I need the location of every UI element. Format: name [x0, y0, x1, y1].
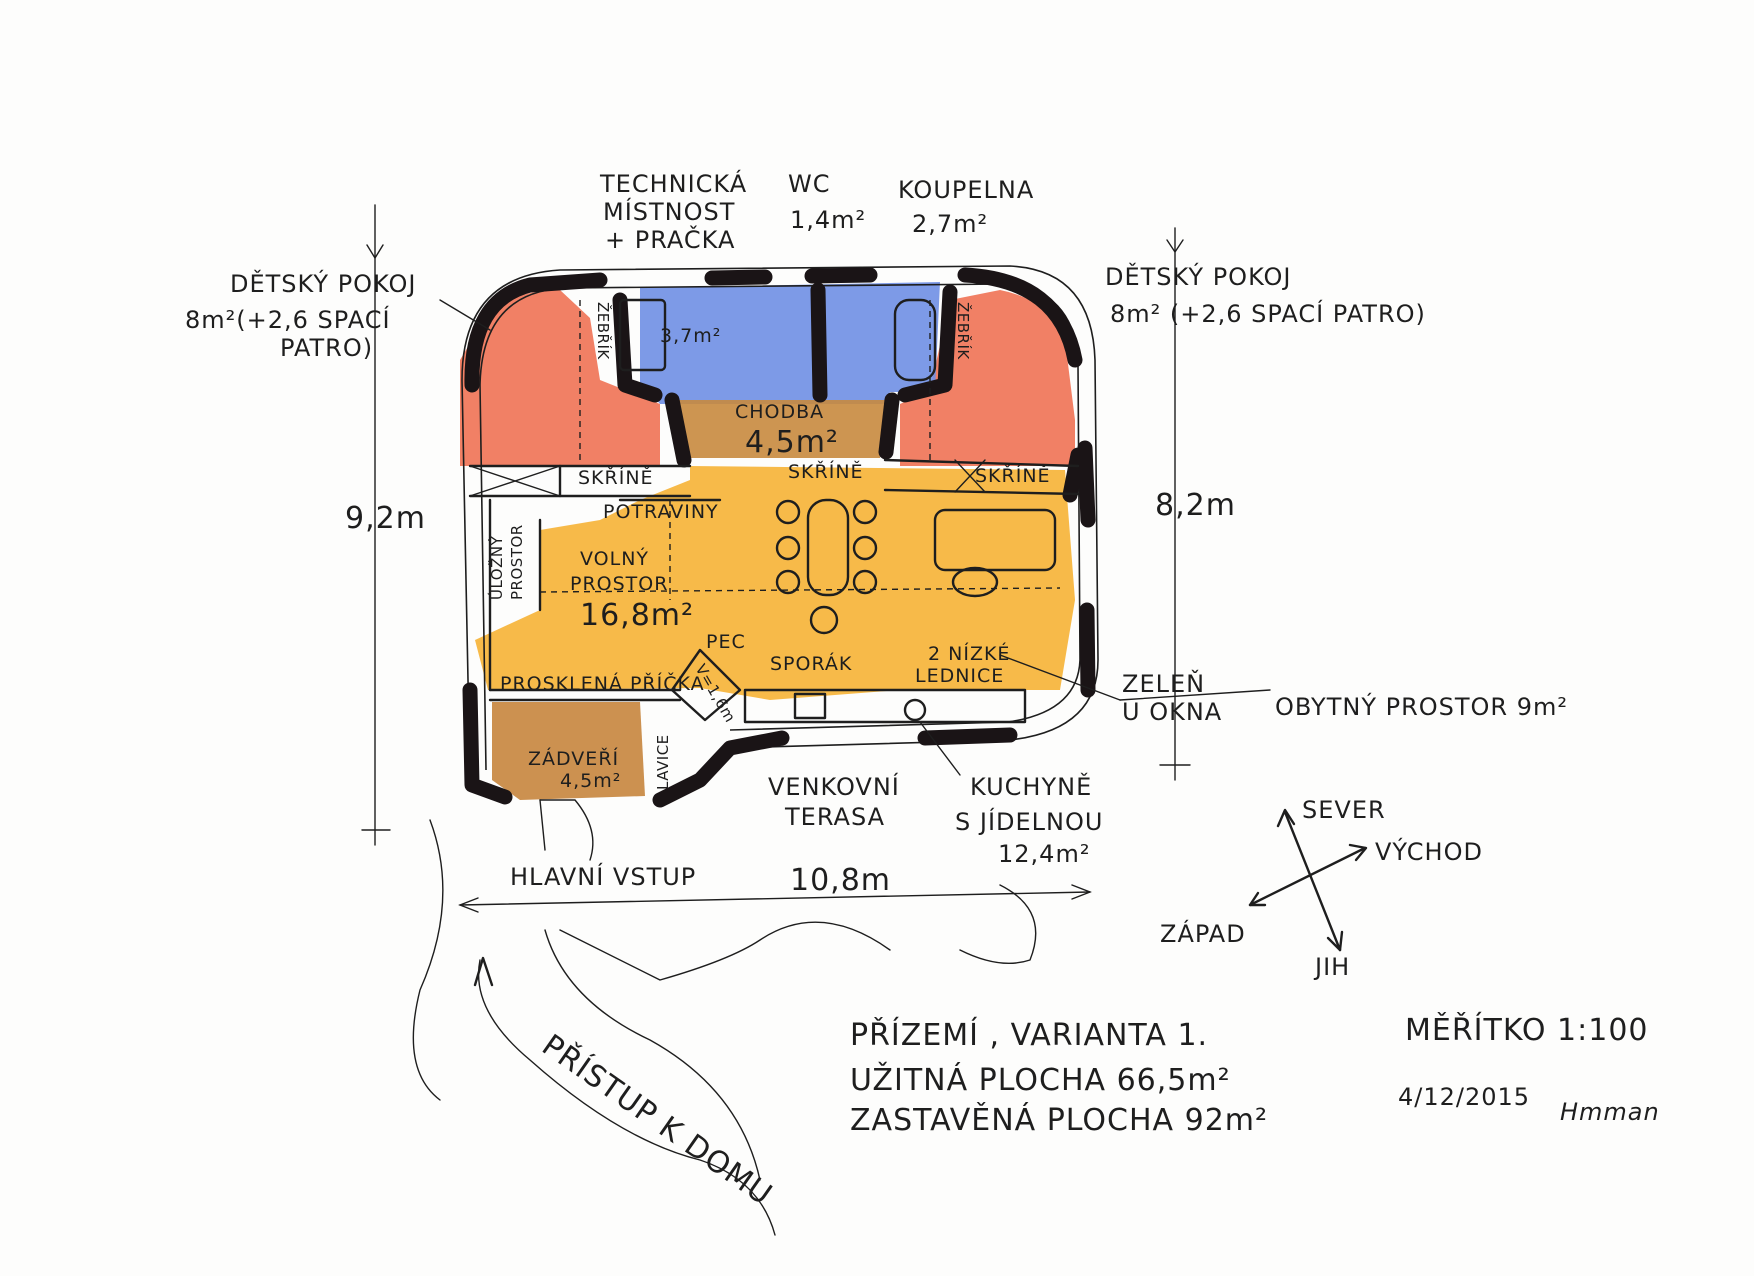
hallway-fill — [678, 400, 885, 458]
compass-rose — [1248, 808, 1368, 952]
dimension-labels: 9,2m 8,2m 10,8m — [345, 488, 1236, 898]
room-labels: TECHNICKÁ MÍSTNOST + PRAČKA 3,7m² WC 1,4… — [185, 169, 1426, 792]
label-left-height: 9,2m — [345, 501, 426, 536]
label-kids-left-3: PATRO) — [280, 334, 373, 362]
label-east: VÝCHOD — [1375, 837, 1483, 866]
dimension-lines — [361, 204, 1271, 913]
label-kitchen-1: KUCHYNĚ — [970, 772, 1092, 801]
wall-se — [917, 727, 1018, 746]
label-ladder-left: ŽEBŘÍK — [594, 302, 613, 360]
label-vestibule-1: ZÁDVEŘÍ — [528, 747, 619, 770]
wall-living-ne — [1062, 447, 1086, 503]
label-living-area: OBYTNÝ PROSTOR 9m² — [1275, 692, 1568, 721]
label-right-height: 8,2m — [1155, 488, 1236, 523]
label-greenery-2: U OKNA — [1122, 698, 1222, 726]
info-line-2: UŽITNÁ PLOCHA 66,5m² — [850, 1062, 1231, 1098]
label-kids-left-1: DĚTSKÝ POKOJ — [230, 269, 416, 298]
wall-bath-l — [612, 292, 663, 403]
label-access: PŘÍSTUP K DOMU — [535, 1027, 779, 1213]
wall-n-segment-1 — [704, 269, 773, 286]
label-wardrobe-right: SKŘÍNĚ — [975, 464, 1051, 487]
label-wardrobe-left: SKŘÍNĚ — [578, 466, 654, 489]
label-storage-1: ÚLOŽNÝ — [487, 535, 506, 600]
label-terrace-1: VENKOVNÍ — [768, 772, 900, 801]
label-technical-area: 3,7m² — [660, 325, 721, 347]
wall-terrace — [652, 730, 790, 808]
label-terrace-2: TERASA — [784, 803, 885, 831]
label-stove-oven: PEC — [706, 631, 746, 653]
wall-e-1 — [1077, 440, 1096, 528]
label-kids-right-1: DĚTSKÝ POKOJ — [1105, 262, 1291, 291]
label-free-space-3: 16,8m² — [580, 598, 694, 633]
label-storage-2: PROSTOR — [508, 524, 526, 600]
label-west: ZÁPAD — [1160, 919, 1246, 948]
info-line-1: PŘÍZEMÍ , VARIANTA 1. — [850, 1017, 1208, 1053]
label-north: SEVER — [1302, 796, 1386, 824]
label-fridges-1: 2 NÍZKÉ — [928, 642, 1010, 665]
info-date: 4/12/2015 — [1398, 1083, 1530, 1111]
info-signature: Hmman — [1560, 1098, 1660, 1126]
wall-hall-r — [878, 392, 900, 460]
label-kitchen-3: 12,4m² — [998, 840, 1090, 868]
wall-ne-arc — [957, 267, 1083, 368]
label-hallway-1: CHODBA — [735, 401, 824, 423]
info-line-3: ZASTAVĚNÁ PLOCHA 92m² — [850, 1102, 1268, 1138]
wall-e-2 — [1079, 602, 1096, 698]
label-bathroom-1: KOUPELNA — [898, 176, 1034, 204]
label-kitchen-2: S JÍDELNOU — [955, 807, 1103, 836]
room-fills — [460, 282, 1075, 800]
label-free-space-1: VOLNÝ — [580, 547, 649, 570]
walls — [461, 265, 1099, 808]
label-vestibule-2: 4,5m² — [560, 770, 621, 792]
label-glass-partition: PROSKLENÁ PŘÍČKA — [500, 671, 705, 695]
living-fill — [475, 466, 1075, 700]
wall-hall-l — [664, 392, 692, 468]
bathroom-fill — [640, 282, 940, 404]
label-cooker: SPORÁK — [770, 652, 852, 675]
wall-nw-arc — [464, 272, 608, 393]
access-path — [412, 819, 1037, 1236]
vestibule-fill — [492, 702, 645, 800]
label-technical-2: MÍSTNOST — [603, 197, 735, 226]
wall-n-segment-2 — [804, 267, 878, 284]
outer-outline — [461, 265, 1099, 781]
label-free-space-2: PROSTOR — [570, 573, 668, 595]
label-kids-right-2: 8m² (+2,6 SPACÍ PATRO) — [1110, 299, 1426, 328]
label-wc-2: 1,4m² — [790, 206, 866, 234]
label-width: 10,8m — [790, 863, 891, 898]
interior-lines — [468, 298, 1080, 861]
label-fridges-2: LEDNICE — [915, 665, 1004, 687]
label-kids-left-2: 8m²(+2,6 SPACÍ — [185, 305, 391, 334]
label-main-entrance: HLAVNÍ VSTUP — [510, 862, 696, 891]
wall-bath-mid — [810, 282, 828, 403]
label-bench: LAVICE — [654, 734, 672, 790]
label-pantry: POTRAVINY — [603, 501, 719, 523]
info-block: PŘÍZEMÍ , VARIANTA 1. UŽITNÁ PLOCHA 66,5… — [850, 1012, 1660, 1138]
label-wardrobe-mid: SKŘÍNĚ — [788, 460, 864, 483]
info-scale: MĚŘÍTKO 1:100 — [1405, 1012, 1649, 1048]
label-hallway-2: 4,5m² — [745, 425, 839, 460]
label-technical-3: + PRAČKA — [605, 224, 735, 254]
compass-labels: SEVER VÝCHOD ZÁPAD JIH — [1160, 796, 1483, 981]
label-south: JIH — [1313, 953, 1350, 981]
label-technical-1: TECHNICKÁ — [599, 169, 747, 198]
label-wc-1: WC — [788, 170, 831, 198]
label-bathroom-2: 2,7m² — [912, 210, 988, 238]
label-ladder-right: ŽEBŘÍK — [954, 302, 973, 360]
kids-room-left-fill — [460, 290, 660, 466]
label-greenery-1: ZELEŇ — [1122, 669, 1205, 698]
wall-sw-1 — [462, 682, 513, 805]
wall-bath-r — [897, 284, 958, 403]
